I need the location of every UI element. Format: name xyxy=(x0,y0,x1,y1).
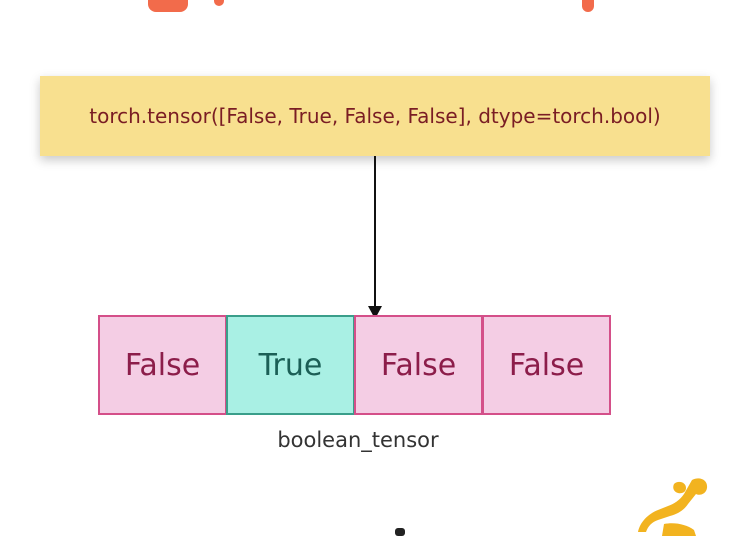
title-fragment xyxy=(582,0,594,12)
code-expression-text: torch.tensor([False, True, False, False]… xyxy=(89,104,661,128)
tensor-cell-label: False xyxy=(508,347,585,383)
tensor-cell-1: True xyxy=(226,315,355,415)
title-fragment xyxy=(214,0,224,6)
boolean-tensor-row: False True False False xyxy=(98,315,611,415)
tensor-cell-label: False xyxy=(380,347,457,383)
tensor-cell-0: False xyxy=(98,315,227,415)
tensor-name-label: boolean_tensor xyxy=(277,428,439,452)
logo-icon xyxy=(638,478,708,536)
code-expression-box: torch.tensor([False, True, False, False]… xyxy=(40,76,710,156)
tensor-cell-label: False xyxy=(124,347,201,383)
title-fragment xyxy=(148,0,188,12)
tensor-cell-2: False xyxy=(354,315,483,415)
tensor-cell-label: True xyxy=(258,347,323,383)
cropped-title xyxy=(0,0,750,12)
tensor-cell-3: False xyxy=(482,315,611,415)
cropped-footer-mark xyxy=(395,528,405,536)
